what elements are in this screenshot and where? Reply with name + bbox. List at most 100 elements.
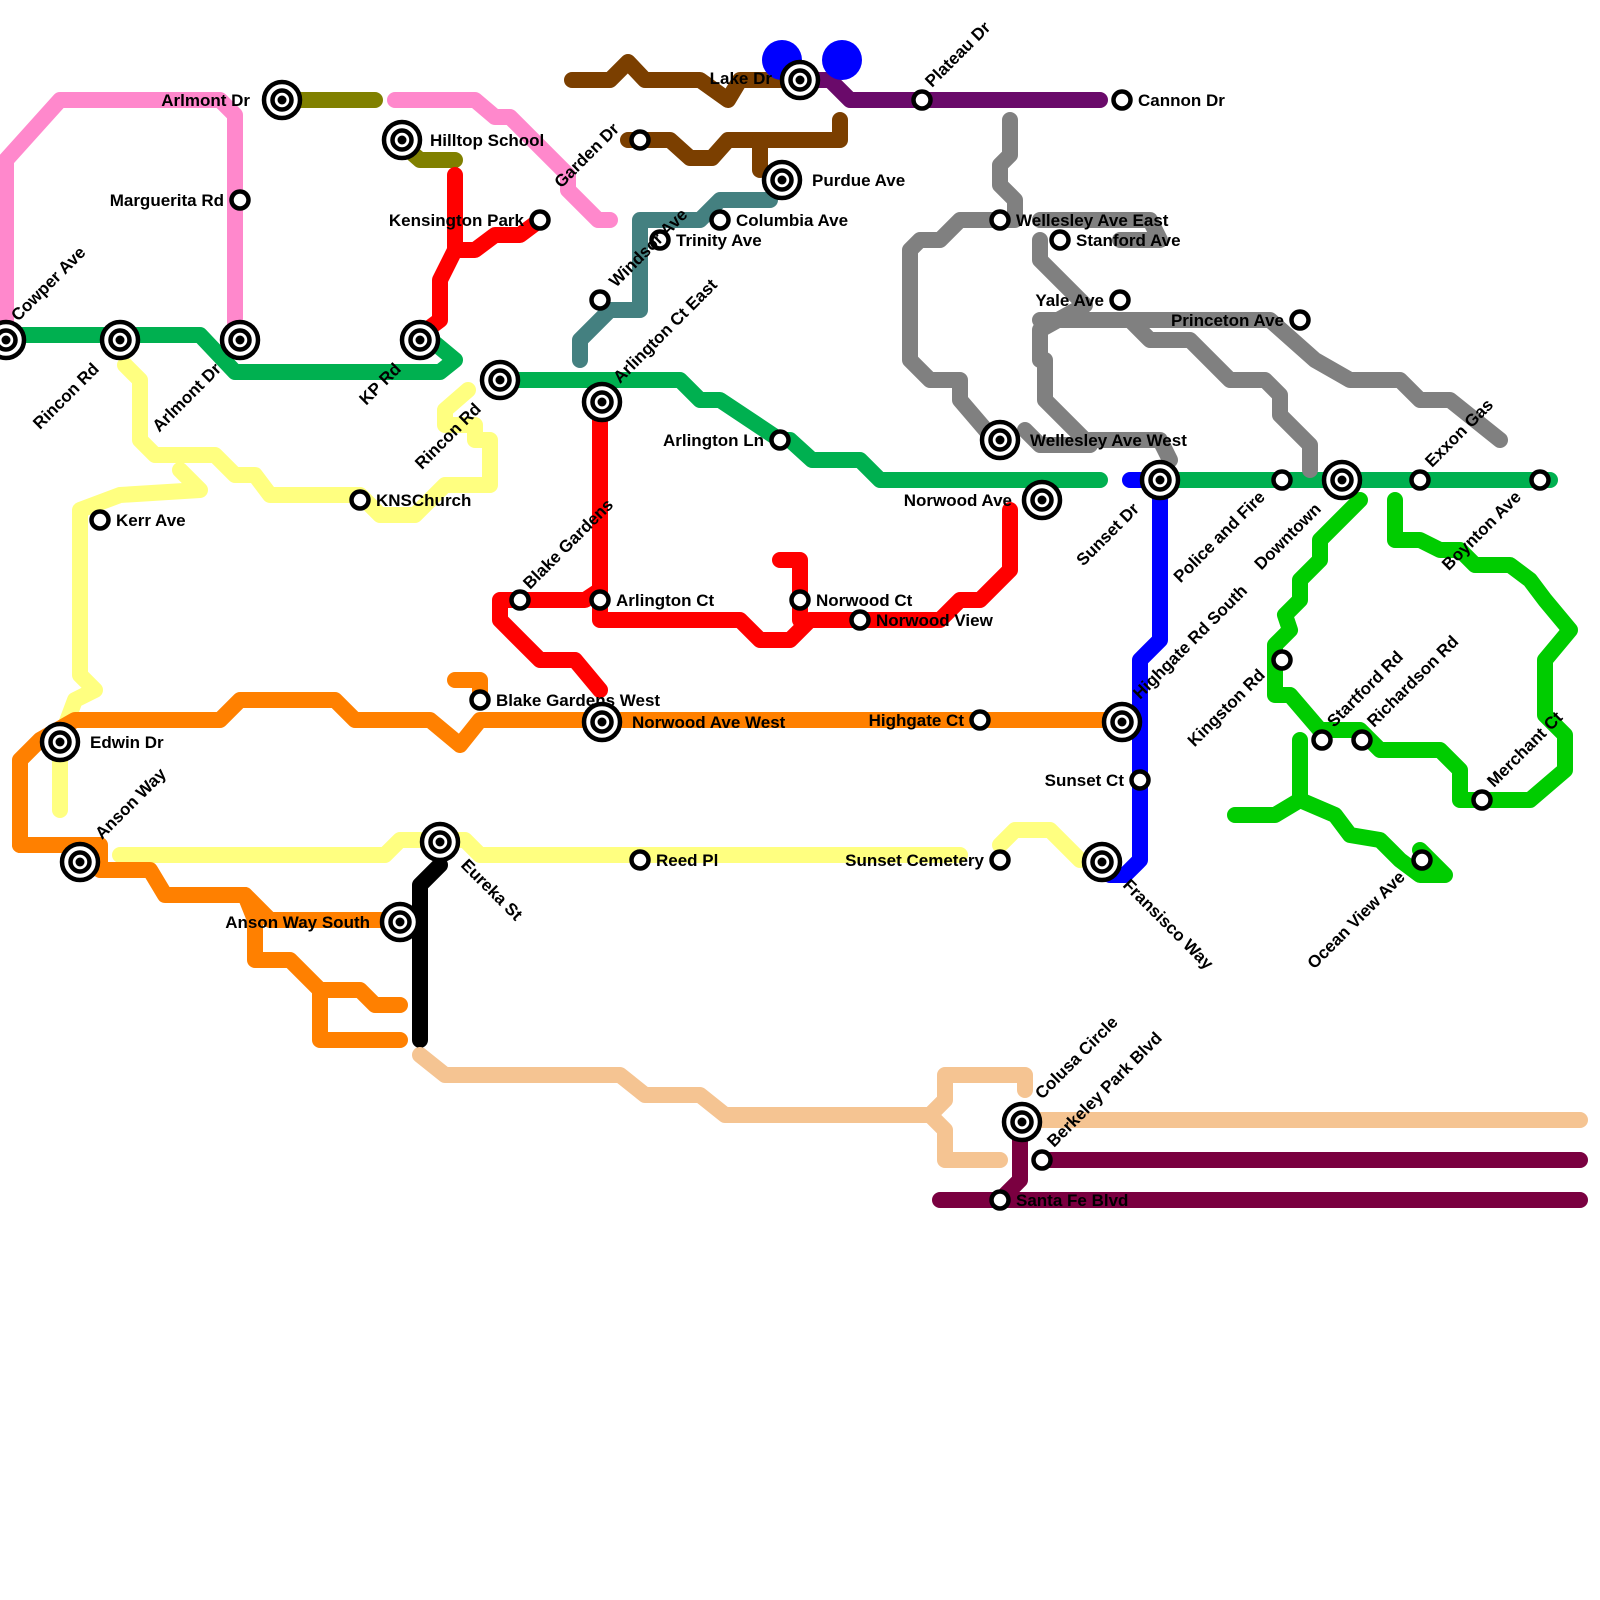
station-rincon1[interactable] (99, 319, 141, 361)
black-line (412, 857, 448, 1048)
station-arlmont_top[interactable] (261, 79, 303, 121)
station-police[interactable] (1271, 469, 1293, 491)
station-norwood_view[interactable] (849, 609, 871, 631)
station-label-sunset_dr: Sunset Dr (1073, 499, 1143, 569)
station-ocean[interactable] (1411, 849, 1433, 871)
station-label-purdue: Purdue Ave (812, 171, 905, 190)
station-rincon2[interactable] (479, 359, 521, 401)
gray-line (902, 112, 1023, 443)
station-startford[interactable] (1311, 729, 1333, 751)
station-blake[interactable] (509, 589, 531, 611)
station-yale[interactable] (1109, 289, 1131, 311)
station-highgate_ct[interactable] (969, 709, 991, 731)
station-sunset_ct[interactable] (1129, 769, 1151, 791)
station-norwood_ave[interactable] (1021, 479, 1063, 521)
station-label-cannon: Cannon Dr (1138, 91, 1225, 110)
station-colusa[interactable] (1001, 1101, 1043, 1143)
station-label-norwood_view: Norwood View (876, 611, 994, 630)
station-label-eureka: Eureka St (457, 855, 526, 924)
station-arlington_ct[interactable] (589, 589, 611, 611)
station-kensington[interactable] (529, 209, 551, 231)
yellow-line-4 (992, 822, 1088, 868)
station-sunset_dr[interactable] (1139, 459, 1181, 501)
station-plateau[interactable] (911, 89, 933, 111)
station-anson[interactable] (59, 841, 101, 883)
station-norwood_w[interactable] (581, 701, 623, 743)
station-label-edwin: Edwin Dr (90, 733, 164, 752)
station-merchant[interactable] (1471, 789, 1493, 811)
station-label-santa_fe: Santa Fe Blvd (1016, 1191, 1128, 1210)
station-label-police: Police and Fire (1170, 487, 1269, 586)
station-princeton[interactable] (1289, 309, 1311, 331)
station-cannon[interactable] (1111, 89, 1133, 111)
station-kp[interactable] (399, 319, 441, 361)
station-wellesley_e[interactable] (989, 209, 1011, 231)
station-berkeley[interactable] (1031, 1149, 1053, 1171)
station-label-plateau: Plateau Dr (921, 18, 994, 91)
station-edwin[interactable] (39, 721, 81, 763)
station-label-norwood_ct: Norwood Ct (816, 591, 913, 610)
station-purdue[interactable] (761, 159, 803, 201)
lime-line-2 (1227, 732, 1308, 823)
station-lake[interactable] (779, 59, 821, 101)
station-label-kerr: Kerr Ave (116, 511, 186, 530)
station-label-sunset_ct: Sunset Ct (1045, 771, 1125, 790)
station-label-marguerita: Marguerita Rd (110, 191, 224, 210)
station-hilltop[interactable] (381, 119, 423, 161)
station-highgate_s[interactable] (1101, 701, 1143, 743)
station-label-anson_s: Anson Way South (225, 913, 370, 932)
station-reed[interactable] (629, 849, 651, 871)
station-stanford[interactable] (1049, 229, 1071, 251)
station-label-garden: Garden Dr (551, 119, 623, 191)
station-windsor[interactable] (589, 289, 611, 311)
gray-line-6 (1082, 432, 1178, 468)
station-exxon[interactable] (1409, 469, 1431, 491)
station-downtown[interactable] (1321, 459, 1363, 501)
lime-line (1267, 492, 1578, 808)
station-cowper[interactable] (0, 319, 27, 361)
station-kerr[interactable] (89, 509, 111, 531)
peach-line-2 (922, 1107, 1008, 1168)
station-label-blake_w: Blake Gardens West (496, 691, 660, 710)
station-norwood_ct[interactable] (789, 589, 811, 611)
station-kns[interactable] (349, 489, 371, 511)
station-arlmont_dr_g[interactable] (219, 319, 261, 361)
red-line-3 (492, 392, 608, 698)
station-label-rincon1: Rincon Rd (29, 359, 103, 433)
station-columbia[interactable] (709, 209, 731, 231)
orange-line-4 (312, 982, 408, 1048)
station-label-columbia: Columbia Ave (736, 211, 848, 230)
station-label-lake: Lake Dr (710, 69, 773, 88)
station-trinity[interactable] (649, 229, 671, 251)
yellow-line-3 (112, 832, 968, 863)
station-label-wellesley_w: Wellesley Ave West (1030, 431, 1187, 450)
station-label-fransisco: Fransisco Way (1119, 875, 1217, 973)
station-label-norwood_ave: Norwood Ave (904, 491, 1012, 510)
blue-terminal-disc (822, 40, 862, 80)
station-marguerita[interactable] (229, 189, 251, 211)
station-richardson[interactable] (1351, 729, 1373, 751)
station-fransisco[interactable] (1081, 841, 1123, 883)
pink-line-2 (387, 92, 618, 228)
gray-line-5 (1122, 312, 1318, 478)
gray-line-4 (1032, 312, 1508, 448)
station-boynton[interactable] (1529, 469, 1551, 491)
station-label-kingston: Kingston Rd (1184, 665, 1269, 750)
gray-line-2 (1032, 212, 1168, 248)
station-santa_fe[interactable] (989, 1189, 1011, 1211)
red-line-2 (447, 212, 548, 258)
maroon-line (932, 1112, 1028, 1208)
station-label-trinity: Trinity Ave (676, 231, 762, 250)
station-arlington_ln[interactable] (769, 429, 791, 451)
station-garden[interactable] (629, 129, 651, 151)
station-eureka[interactable] (419, 821, 461, 863)
station-anson_s[interactable] (379, 901, 421, 943)
station-label-cowper: Cowper Ave (7, 243, 89, 325)
station-wellesley_w[interactable] (979, 419, 1021, 461)
station-kingston[interactable] (1271, 649, 1293, 671)
orange-line-2 (12, 837, 398, 928)
station-arlington_east[interactable] (581, 381, 623, 423)
station-sunset_cem[interactable] (989, 849, 1011, 871)
station-blake_w[interactable] (469, 689, 491, 711)
station-label-arlmont_top: Arlmont Dr (161, 91, 250, 110)
